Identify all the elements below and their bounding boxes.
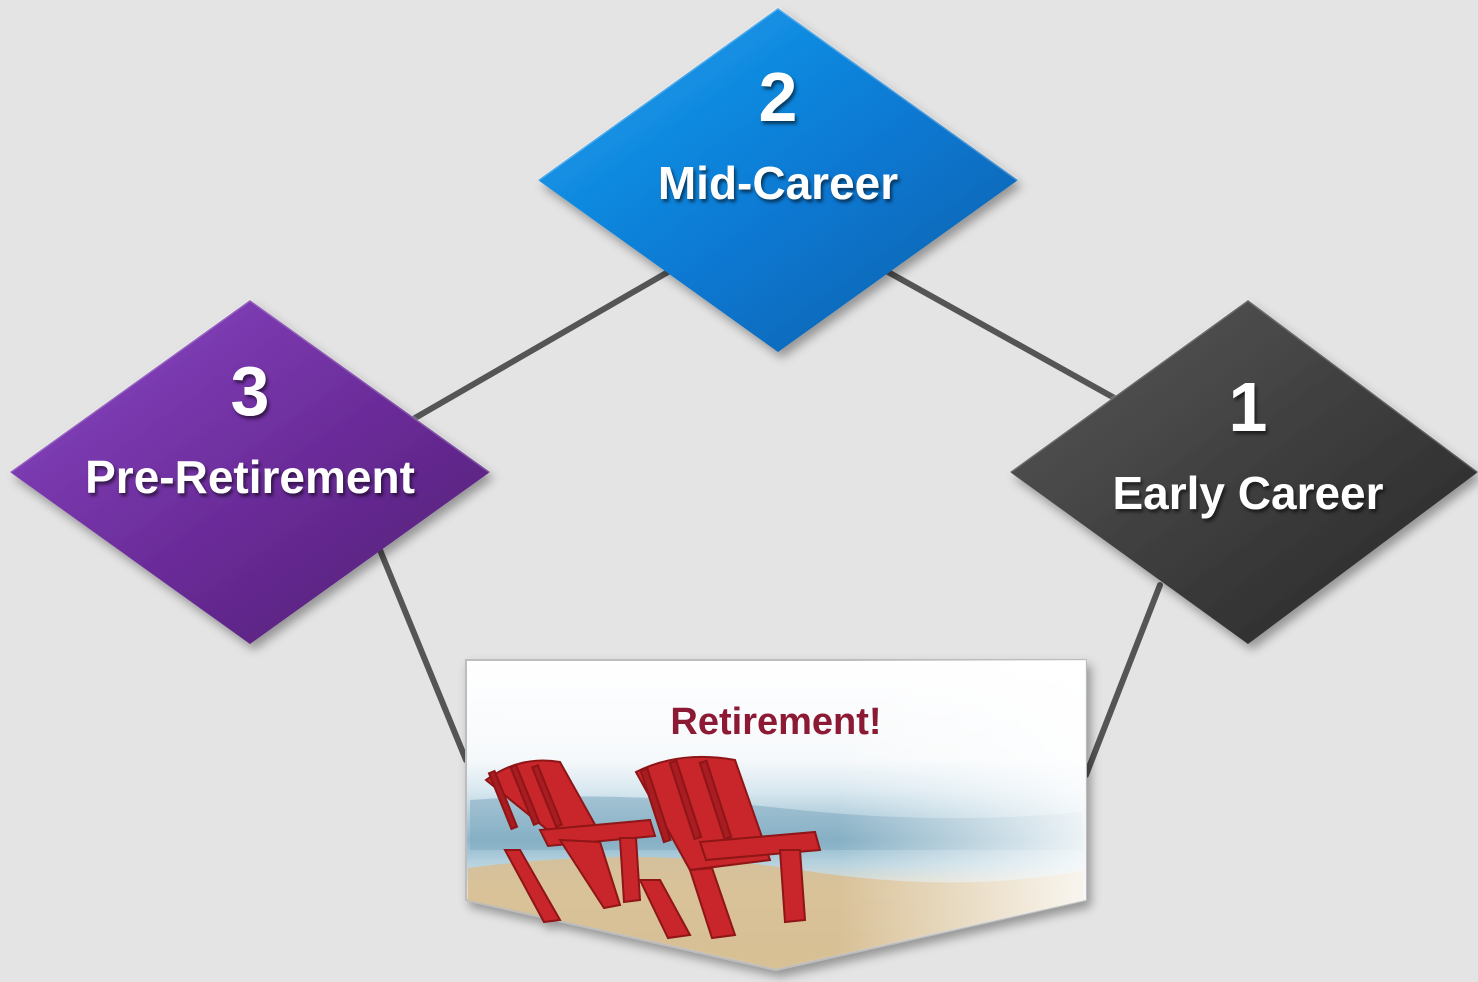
- pre-retirement-number: 3: [230, 352, 270, 430]
- connector-lines: [377, 269, 1163, 778]
- retirement-banner: [465, 659, 1087, 972]
- connector-pre-to-mid: [412, 269, 671, 421]
- diamond-mid-career: [538, 8, 1018, 352]
- pre-retirement-label: Pre-Retirement: [85, 451, 415, 503]
- connector-mid-to-early: [885, 269, 1121, 403]
- connector-pre-to-retirement: [377, 547, 469, 763]
- retirement-title: Retirement!: [670, 701, 882, 743]
- diamond-pre-retirement: [10, 300, 490, 644]
- mid-career-number: 2: [758, 58, 798, 136]
- connector-early-to-retirement: [1083, 582, 1163, 778]
- early-career-number: 1: [1228, 368, 1268, 446]
- beach-chairs-image: [484, 755, 822, 940]
- mid-career-label: Mid-Career: [657, 157, 899, 209]
- early-career-label: Early Career: [1112, 467, 1384, 519]
- diamond-early-career: [1010, 300, 1478, 644]
